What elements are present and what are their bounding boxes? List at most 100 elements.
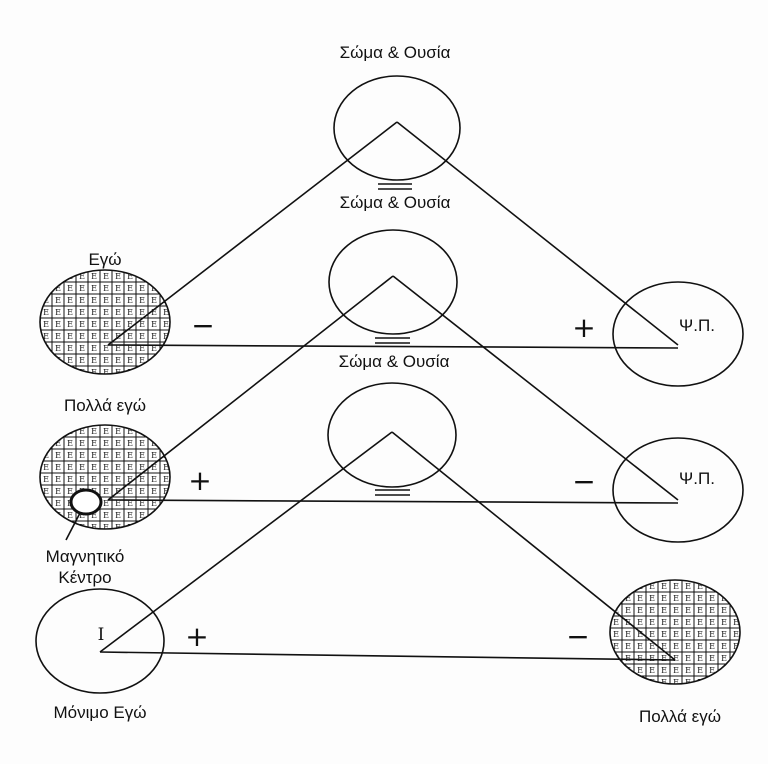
psi-p-label-2: Ψ.Π.	[679, 469, 715, 488]
grid-letter-e: E	[637, 642, 643, 651]
grid-letter-e: E	[127, 439, 133, 448]
grid-letter-e: E	[103, 439, 109, 448]
grid-letter-e: E	[103, 451, 109, 460]
grid-letter-e: E	[127, 427, 133, 436]
grid-letter-e: E	[103, 284, 109, 293]
grid-letter-e: E	[163, 439, 169, 448]
grid-letter-e: E	[67, 308, 73, 317]
grid-letter-e: E	[43, 511, 49, 520]
grid-letter-e: E	[43, 427, 49, 436]
grid-letter-e: E	[43, 523, 49, 532]
grid-letter-e: E	[613, 630, 619, 639]
many-egos-right-label: Πολλά εγώ	[639, 707, 721, 726]
grid-letter-e: E	[91, 451, 97, 460]
grid-letter-e: E	[625, 630, 631, 639]
grid-letter-e: E	[127, 332, 133, 341]
grid-letter-e: E	[625, 654, 631, 663]
row3-right-sign: −	[566, 620, 589, 653]
grid-letter-e: E	[55, 296, 61, 305]
grid-letter-e: E	[103, 523, 109, 532]
row3-left-sign: +	[185, 620, 208, 653]
grid-letter-e: E	[43, 272, 49, 281]
grid-letter-e: E	[139, 523, 145, 532]
grid-letter-e: E	[721, 654, 727, 663]
grid-letter-e: E	[91, 284, 97, 293]
grid-letter-e: E	[649, 642, 655, 651]
grid-letter-e: E	[673, 678, 679, 687]
grid-letter-e: E	[139, 296, 145, 305]
grid-letter-e: E	[151, 272, 157, 281]
grid-letter-e: E	[685, 666, 691, 675]
grid-letter-e: E	[685, 642, 691, 651]
grid-letter-e: E	[139, 439, 145, 448]
grid-letter-e: E	[79, 427, 85, 436]
grid-letter-e: E	[673, 582, 679, 591]
grid-letter-e: E	[733, 630, 739, 639]
grid-letter-e: E	[79, 344, 85, 353]
grid-letter-e: E	[139, 499, 145, 508]
grid-letter-e: E	[163, 284, 169, 293]
grid-letter-e: E	[139, 308, 145, 317]
grid-letter-e: E	[103, 499, 109, 508]
many-egos-circle-2	[39, 424, 171, 530]
grid-letter-e: E	[637, 666, 643, 675]
grid-letter-e: E	[673, 642, 679, 651]
grid-letter-e: E	[67, 439, 73, 448]
grid-letter-e: E	[721, 630, 727, 639]
grid-letter-e: E	[103, 463, 109, 472]
grid-letter-e: E	[67, 320, 73, 329]
many-egos-left-label: Πολλά εγώ	[64, 396, 146, 415]
grid-letter-e: E	[673, 618, 679, 627]
grid-letter-e: E	[127, 511, 133, 520]
grid-letter-e: E	[685, 654, 691, 663]
permanent-ego-circle	[35, 588, 165, 694]
grid-letter-e: E	[163, 427, 169, 436]
grid-letter-e: E	[613, 666, 619, 675]
grid-letter-e: E	[103, 332, 109, 341]
grid-letter-e: E	[709, 666, 715, 675]
grid-letter-e: E	[709, 606, 715, 615]
grid-letter-e: E	[103, 368, 109, 377]
grid-letter-e: E	[127, 296, 133, 305]
grid-letter-e: E	[613, 594, 619, 603]
grid-letter-e: E	[697, 642, 703, 651]
psi-p-label-1: Ψ.Π.	[679, 316, 715, 335]
grid-letter-e: E	[697, 630, 703, 639]
grid-letter-e: E	[91, 475, 97, 484]
many-egos-grid-2: EEEEEEEEEEEEEEEEEEEEEEEEEEEEEEEEEEEEEEEE…	[40, 425, 170, 532]
body-essence-circle-3	[327, 382, 457, 488]
body-essence-circle-2	[328, 229, 458, 335]
triangle-2-left-edge	[107, 275, 394, 501]
grid-letter-e: E	[733, 594, 739, 603]
grid-letter-e: E	[637, 630, 643, 639]
grid-letter-e: E	[115, 344, 121, 353]
grid-letter-e: E	[91, 272, 97, 281]
grid-letter-e: E	[67, 284, 73, 293]
grid-letter-e: E	[625, 606, 631, 615]
many-egos-circle-3	[609, 579, 741, 685]
grid-letter-e: E	[43, 368, 49, 377]
grid-letter-e: E	[685, 630, 691, 639]
many-egos-grid-3: EEEEEEEEEEEEEEEEEEEEEEEEEEEEEEEEEEEEEEEE…	[610, 580, 740, 687]
grid-letter-e: E	[43, 308, 49, 317]
grid-letter-e: E	[115, 272, 121, 281]
grid-letter-e: E	[103, 475, 109, 484]
top-title-label: Σώμα & Ουσία	[340, 43, 451, 62]
grid-letter-e: E	[67, 332, 73, 341]
grid-letter-e: E	[103, 427, 109, 436]
grid-letter-e: E	[55, 487, 61, 496]
psi-p-circle-2	[612, 437, 744, 543]
grid-letter-e: E	[91, 296, 97, 305]
grid-letter-e: E	[637, 594, 643, 603]
grid-letter-e: E	[661, 678, 667, 687]
many-egos-grid-1: EEEEEEEEEEEEEEEEEEEEEEEEEEEEEEEEEEEEEEEE…	[40, 270, 170, 377]
grid-letter-e: E	[673, 630, 679, 639]
grid-letter-e: E	[127, 320, 133, 329]
grid-letter-e: E	[139, 320, 145, 329]
grid-background	[40, 270, 170, 374]
grid-letter-e: E	[649, 666, 655, 675]
grid-letter-e: E	[649, 582, 655, 591]
grid-letter-e: E	[67, 356, 73, 365]
grid-letter-e: E	[139, 463, 145, 472]
